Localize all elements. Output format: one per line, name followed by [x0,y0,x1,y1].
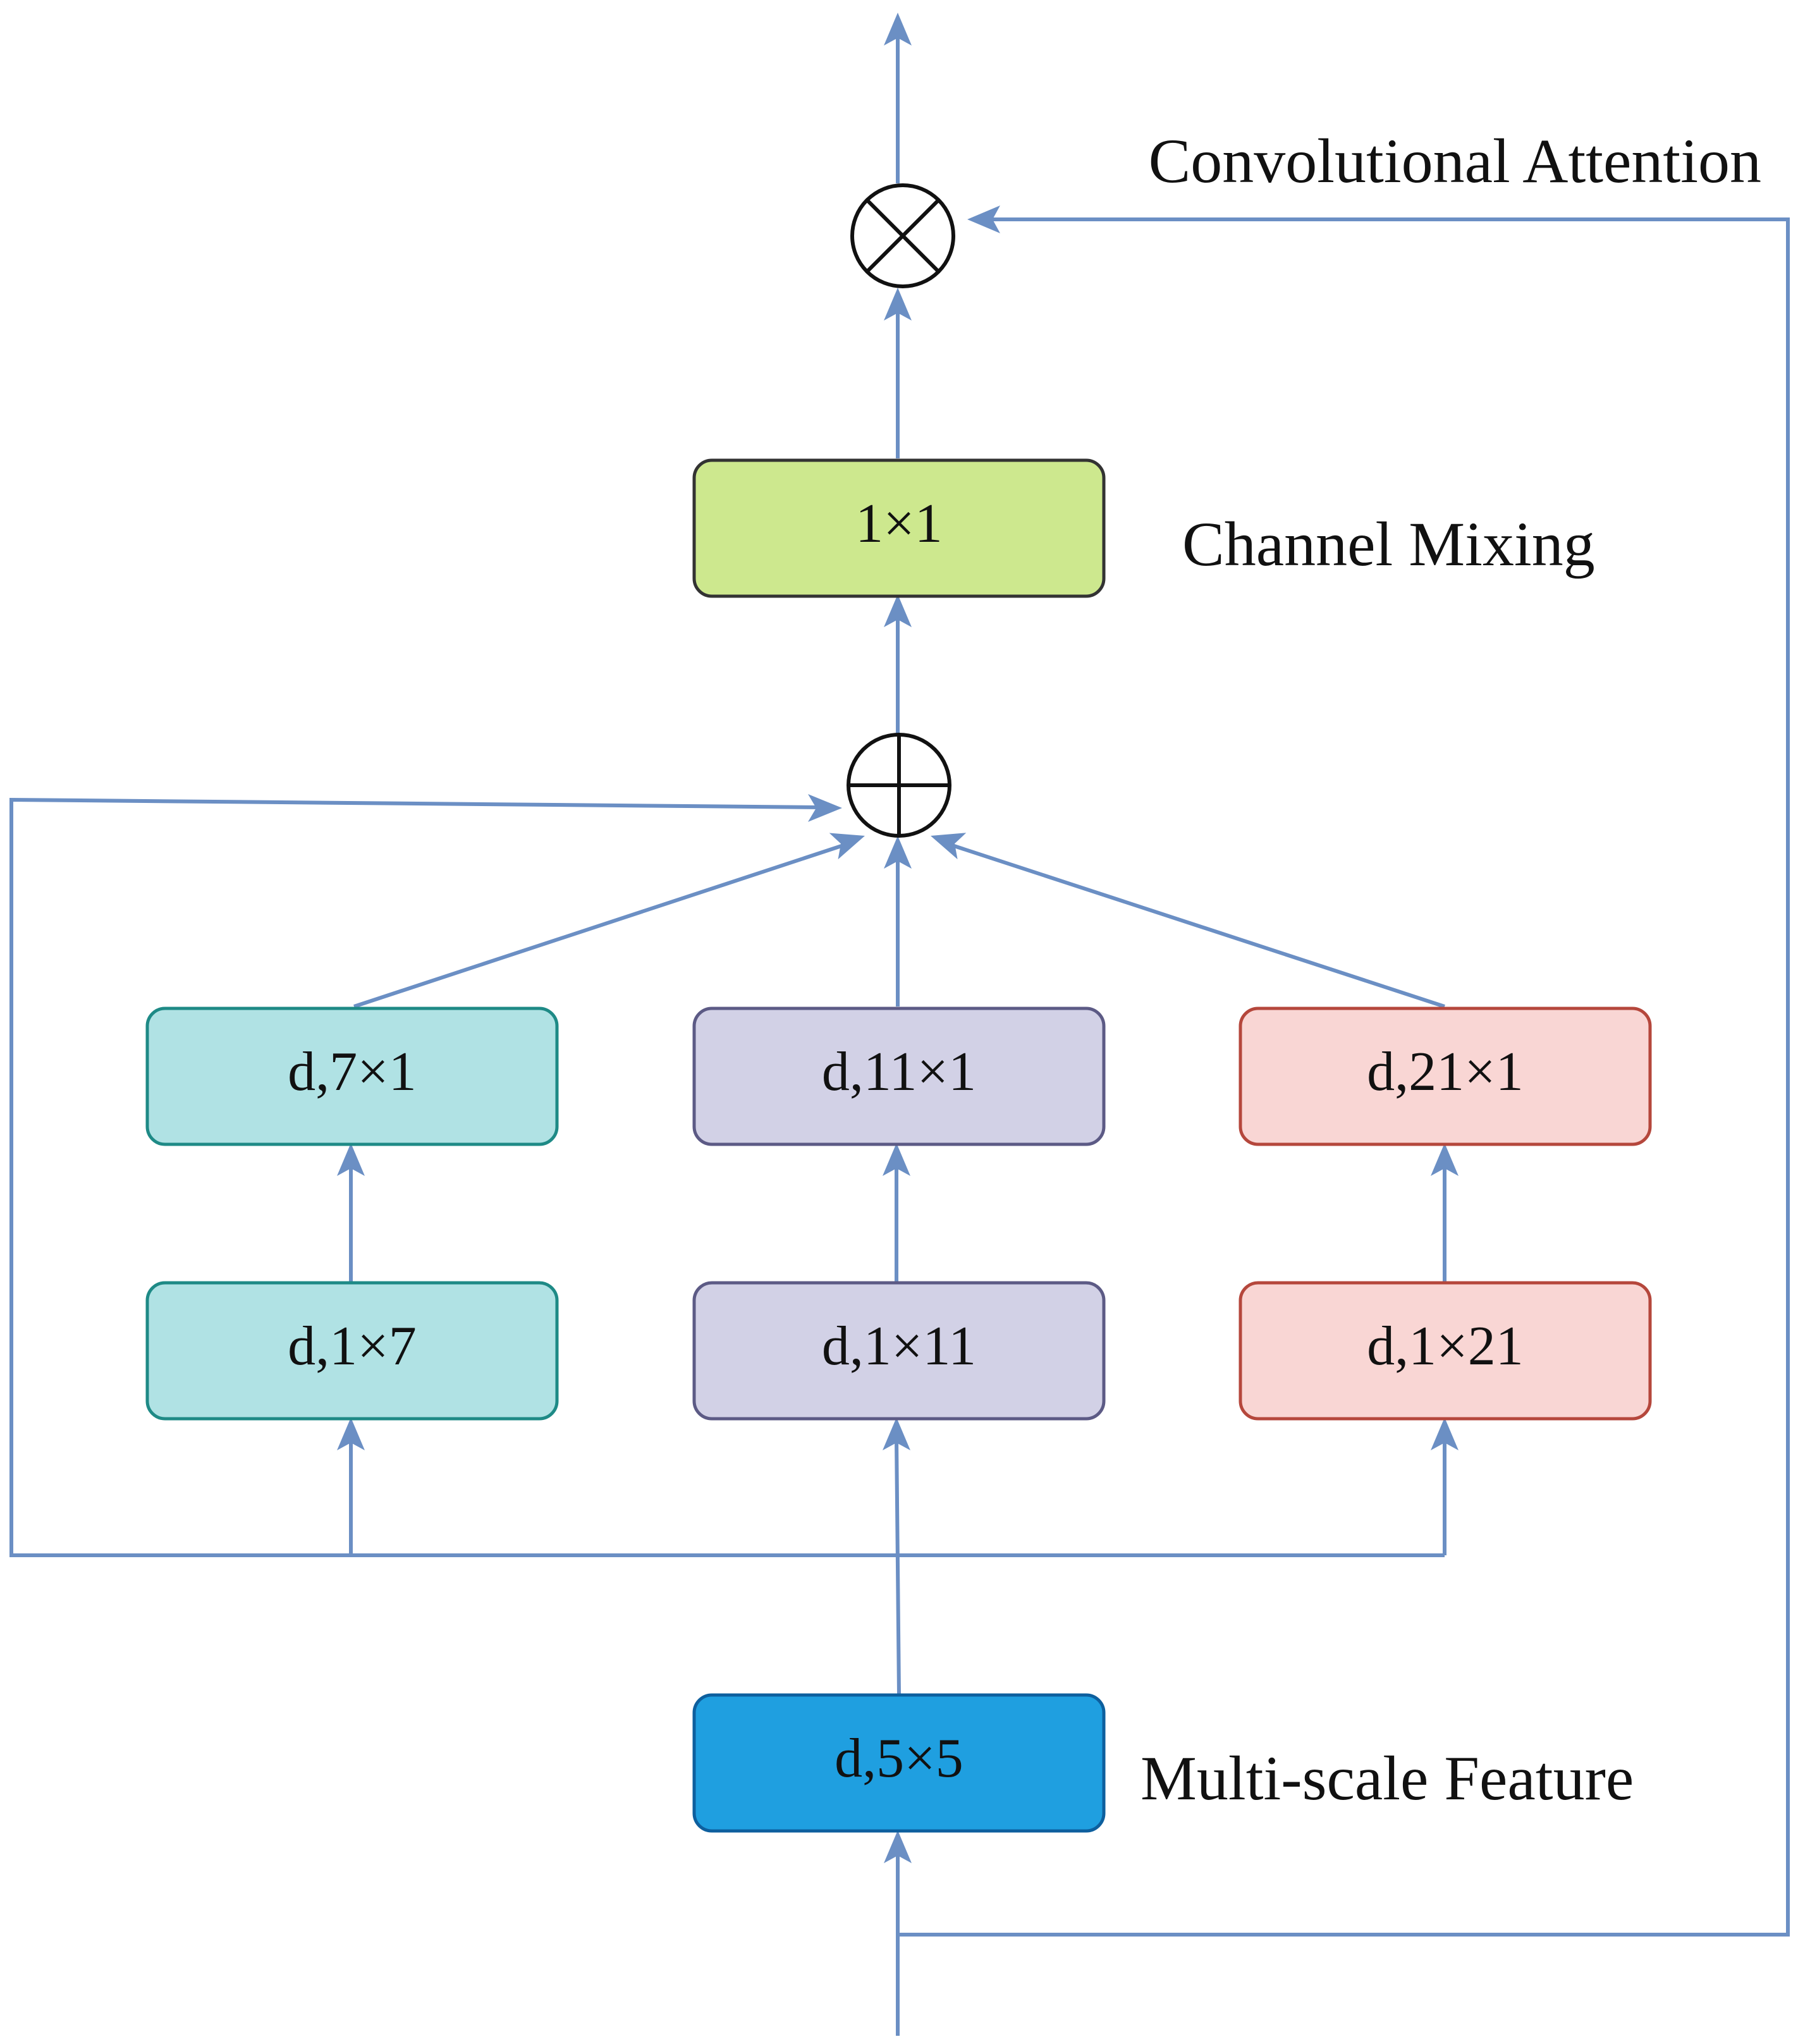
branch21-bottom-block: d,1×21 [1238,1281,1652,1421]
arrowhead-branch21-bottom [1431,1417,1459,1450]
arrowhead-branch11-top [883,1143,910,1176]
arrowhead-add-from-right [931,833,967,860]
arrowhead-channel-mix [884,594,912,627]
connector-lines [9,35,1790,2036]
add-operator [847,733,951,838]
branch21-top-block: d,21×1 [1238,1007,1652,1146]
channel-mix-label: 1×1 [855,493,943,554]
input-conv-block: d,5×5 [692,1693,1106,1833]
arrowhead-multiply-right [967,205,1000,233]
arrowhead-input-conv [884,1830,912,1863]
branch7-top-block: d,7×1 [145,1007,559,1146]
arrowhead-branch7-top [337,1143,365,1176]
multi-scale-feature-label: Multi-scale Feature [1141,1743,1634,1813]
arrowhead-add-from-left [829,833,865,860]
arrowhead-add-left-skip [808,794,842,822]
branch7-bottom-label: d,1×7 [288,1316,417,1377]
convolutional-attention-label: Convolutional Attention [1149,126,1761,196]
branch21-bottom-label: d,1×21 [1367,1316,1524,1377]
branch21-top-label: d,21×1 [1367,1041,1524,1103]
channel-mix-block: 1×1 [692,458,1106,598]
arrowhead-branch11-bottom [883,1417,910,1450]
branch11-top-block: d,11×1 [692,1007,1106,1146]
branch11-top-label: d,11×1 [822,1041,976,1103]
arrowhead-multiply-bottom [884,288,912,321]
arrowhead-branch21-top [1431,1143,1459,1176]
branch11-bottom-block: d,1×11 [692,1281,1106,1421]
arrowhead-branch7-bottom [337,1417,365,1450]
multiply-operator [850,183,955,288]
arrowheads [337,13,1459,1863]
input-conv-label: d,5×5 [835,1728,963,1789]
channel-mixing-label: Channel Mixing [1182,509,1595,579]
branch11-bottom-label: d,1×11 [822,1316,976,1377]
arrowhead-output [884,13,912,46]
branch7-bottom-block: d,1×7 [145,1281,559,1421]
arrowhead-add-bottom [884,836,912,869]
branch7-top-label: d,7×1 [288,1041,417,1103]
